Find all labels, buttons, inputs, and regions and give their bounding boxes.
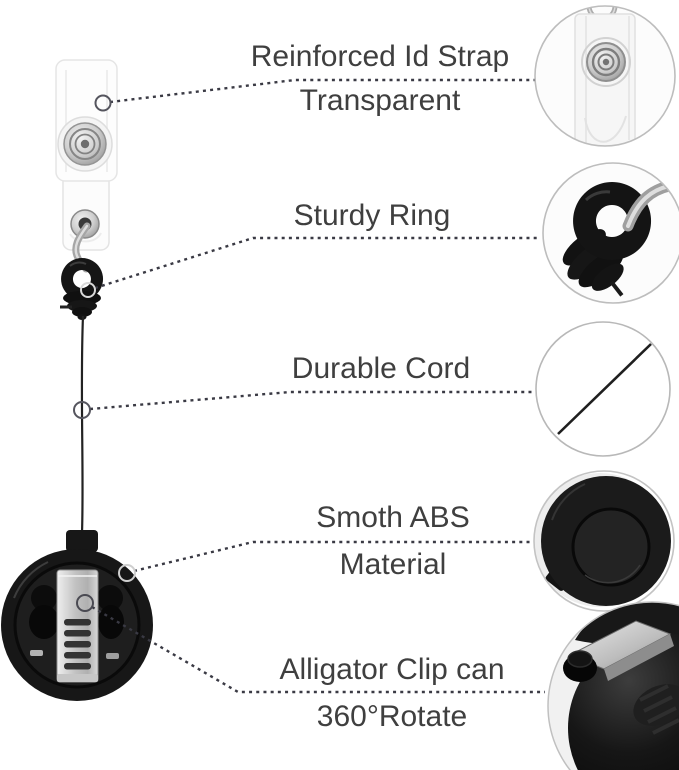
callout-label-abs-line2: Material: [339, 548, 447, 581]
callout-label-abs-line1: Smoth ABS: [316, 501, 470, 534]
retractable-cord-graphic: [80, 315, 85, 534]
inset-ring-closeup: [542, 162, 679, 304]
callout-label-ring: Sturdy Ring: [294, 194, 451, 238]
anchor-cord: [73, 401, 91, 419]
badge-reel-product-photo: [1, 59, 153, 701]
callout-label-strap-line1: Reinforced Id Strap: [250, 40, 510, 73]
callout-label-abs: Smoth ABS Material: [316, 494, 469, 588]
badge-reel-back-graphic: [1, 530, 153, 701]
callout-anchors: [73, 94, 136, 612]
alligator-clip-graphic: [56, 569, 99, 683]
callout-line-abs: [133, 540, 534, 573]
transparent-id-strap-graphic: [55, 59, 118, 251]
callout-label-strap: Reinforced Id Strap Transparent: [251, 35, 509, 123]
anchor-clip: [76, 594, 94, 612]
callout-label-ring-line1: Sturdy Ring: [293, 199, 451, 232]
callout-label-cord: Durable Cord: [292, 347, 470, 391]
inset-cord-closeup: [535, 321, 671, 457]
inset-clip-closeup: [547, 601, 679, 770]
callout-label-clip-line2: 360°Rotate: [316, 700, 468, 733]
ring-stopper-graphic: [60, 258, 104, 320]
callout-lines: [89, 78, 545, 694]
anchor-ring: [80, 282, 96, 298]
callout-label-clip: Alligator Clip can 360°Rotate: [279, 646, 504, 740]
anchor-strap: [94, 94, 112, 112]
callout-line-cord: [89, 390, 536, 411]
inset-strap-closeup: [534, 5, 676, 147]
inset-abs-closeup: [533, 470, 675, 612]
callout-label-cord-line1: Durable Cord: [291, 352, 471, 385]
callout-line-ring: [94, 236, 540, 290]
callout-label-clip-line1: Alligator Clip can: [279, 653, 505, 686]
snap-button-graphic: [57, 116, 113, 172]
callout-label-strap-line2: Transparent: [299, 84, 461, 117]
anchor-abs: [118, 564, 136, 582]
